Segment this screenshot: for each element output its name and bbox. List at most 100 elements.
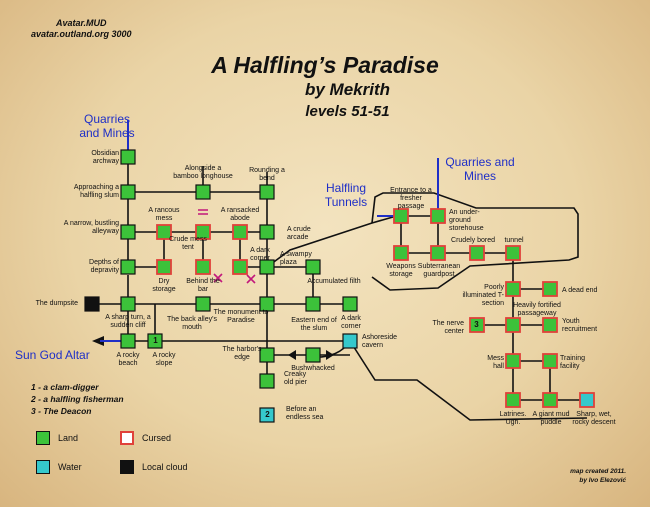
label-narrow: A narrow, bustling alleyway: [63, 220, 119, 235]
room-youth: [542, 317, 558, 333]
credit-line-2: by Ivo Elezović: [579, 477, 626, 484]
label-rounding: Rounding a bend: [249, 167, 285, 182]
label-dry-storage: Dry storage: [152, 278, 176, 293]
map-levels: levels 51-51: [305, 103, 390, 120]
room-sharp-wet: [579, 392, 595, 408]
exit-label-halfling-tunnels: Halfling Tunnels: [324, 181, 368, 209]
label-sharp-turn: A sharp turn, a sudden cliff: [105, 314, 151, 329]
room-bamboo: [195, 184, 211, 200]
legend-cursed-label: Cursed: [142, 433, 172, 443]
room-dark-corner-a: [232, 259, 248, 275]
label-obsidian: Obsidian archway: [91, 150, 119, 165]
room-rocky-beach: [120, 333, 136, 349]
label-entrance: Entrance to a fresher passage: [390, 187, 432, 210]
label-training: Training facility: [560, 355, 586, 370]
mud-address: avatar.outland.org 3000: [31, 29, 132, 39]
room-dark-corner-b: [342, 296, 358, 312]
mob-list-item-2: 2 - a halfling fisherman: [31, 394, 124, 404]
room-monument: [259, 296, 275, 312]
room-entrance: [393, 208, 409, 224]
room-nerve: [469, 317, 485, 333]
hidden-x-right: [246, 274, 256, 284]
label-back-alley: The back alley's mouth: [167, 316, 217, 331]
label-rancous: A rancous mess: [148, 207, 180, 222]
map-credits: map created 2011. by Ivo Elezović: [530, 467, 626, 485]
room-back-alley: [195, 296, 211, 312]
label-dead-end: A dead end: [562, 287, 598, 294]
legend-cloud: Local cloud: [120, 460, 188, 474]
label-dumpsite: The dumpsite: [35, 300, 78, 307]
mud-info: Avatar.MUD avatar.outland.org 3000: [31, 18, 132, 40]
mob-marker-3: 3: [474, 320, 479, 329]
legend-cloud-label: Local cloud: [142, 462, 188, 472]
legend-cursed-swatch: [120, 431, 134, 445]
label-swampy: A swampy plaza: [280, 251, 312, 266]
room-swampy: [259, 259, 275, 275]
room-rocky-slope: [147, 333, 163, 349]
room-narrow: [120, 224, 136, 240]
mob-list-item-1: 1 - a clam-digger: [31, 382, 99, 392]
room-dry-storage: [156, 259, 172, 275]
arrow-slope: [92, 336, 104, 346]
exit-label-quarries-left: Quarries and Mines: [79, 112, 135, 140]
label-approaching: Approaching a halfling slum: [73, 184, 119, 199]
room-creaky: [259, 373, 275, 389]
label-crudely-bored: Crudely bored: [451, 237, 495, 244]
room-nodes: [84, 149, 595, 423]
one-way-arrows: [92, 336, 334, 360]
mob-list-item-3: 3 - The Deacon: [31, 406, 92, 416]
label-tunnel: tunnel: [504, 237, 524, 244]
room-poorly: [505, 281, 521, 297]
label-monument: The monument to Paradise: [213, 309, 269, 324]
label-behind-bar: Behind the bar: [186, 278, 220, 293]
room-rounding: [259, 184, 275, 200]
label-crude-mess: Crude mess tent: [169, 236, 207, 251]
room-bushwhacked: [305, 347, 321, 363]
label-weapons: Weapons storage: [386, 263, 416, 278]
room-latrines: [505, 392, 521, 408]
label-accumulated: Accumulated filth: [307, 278, 361, 285]
label-latrines: Latrines. Ugh.: [499, 411, 527, 426]
room-obsidian: [120, 149, 136, 165]
label-ashoreside: Ashoreside cavern: [362, 334, 398, 349]
label-mess-hall: Mess hall: [487, 355, 504, 370]
hidden-door-bamboo: [198, 209, 208, 215]
label-sharp-wet: Sharp, wet, rocky descent: [572, 411, 616, 426]
link-tunnel-loop: [371, 192, 579, 291]
legend-land: Land: [36, 431, 78, 445]
label-ransacked: A ransacked abode: [220, 207, 260, 222]
credit-line-1: map created 2011.: [570, 468, 626, 475]
label-dark-corner-a: A dark corner: [250, 247, 270, 262]
legend-land-label: Land: [58, 433, 79, 443]
label-endless-sea: Before an endless sea: [286, 406, 324, 421]
hidden-x-left: [213, 273, 223, 283]
exit-label-quarries-right: Quarries and Mines: [445, 155, 515, 183]
room-underground: [430, 208, 446, 224]
legend-cursed: Cursed: [120, 431, 171, 445]
label-nerve: The nerve center: [432, 320, 464, 335]
room-crude-arcade: [259, 224, 275, 240]
room-heavily: [505, 317, 521, 333]
room-eastern-end: [305, 296, 321, 312]
mud-name: Avatar.MUD: [56, 18, 107, 28]
label-dark-corner-b: A dark corner: [341, 315, 361, 330]
legend-water-label: Water: [58, 462, 82, 472]
room-endless-sea: [259, 407, 275, 423]
legend-cloud-swatch: [120, 460, 134, 474]
room-mess-hall: [505, 353, 521, 369]
room-training: [542, 353, 558, 369]
room-depths: [120, 259, 136, 275]
label-creaky: Creaky old pier: [284, 371, 307, 386]
room-crude-mess: [195, 224, 211, 240]
label-giant-mud: A giant mud puddle: [532, 411, 570, 426]
label-bushwhacked: Bushwhacked: [291, 365, 335, 372]
label-depths: Depths of depravity: [89, 259, 119, 274]
room-dead-end: [542, 281, 558, 297]
link-swampy-tunnel: [266, 214, 401, 268]
room-approaching: [120, 184, 136, 200]
label-heavily: Heavily fortified passageway: [513, 302, 561, 317]
room-tunnel: [505, 245, 521, 261]
map-author: by Mekrith: [304, 80, 391, 99]
mob-marker-1: 1: [153, 336, 158, 345]
